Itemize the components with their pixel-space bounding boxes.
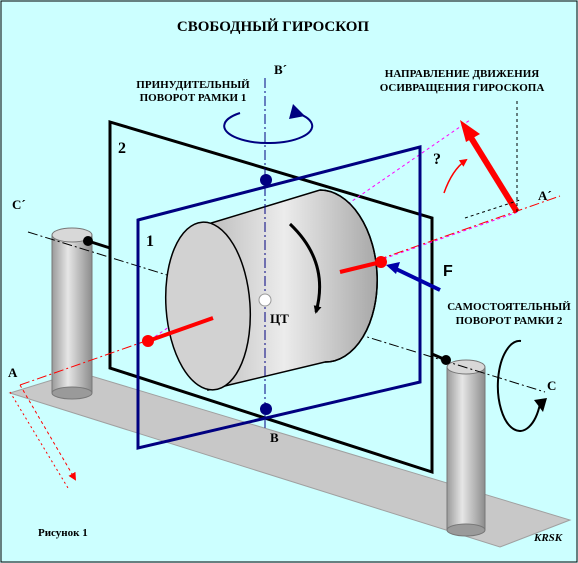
- center-of-mass-dot: [258, 293, 272, 307]
- axis-a-prime-label: A´: [538, 188, 552, 203]
- projection-line-a: [19, 384, 77, 481]
- signature: KRSK: [533, 532, 563, 544]
- force-label: F: [443, 263, 453, 280]
- question-mark-label: ?: [433, 151, 441, 168]
- frame1-bottom-pivot: [260, 403, 272, 415]
- spin-arrow-icon: [288, 222, 322, 314]
- pivot-right: [441, 355, 451, 365]
- diagram-title: СВОБОДНЫЙ ГИРОСКОП: [177, 18, 370, 35]
- axis-a-label: A: [8, 365, 18, 380]
- axis-a: [19, 195, 561, 386]
- independent-rotation-label-2: ПОВОРОТ РАМКИ 2: [456, 315, 563, 327]
- independent-rotation-label-1: САМОСТОЯТЕЛЬНЫЙ: [447, 301, 571, 313]
- left-support-post: [51, 227, 93, 400]
- axis-b-prime-label: B´: [274, 62, 287, 77]
- forced-rotation-arrow-icon: [223, 111, 314, 145]
- force-arrowhead: [386, 262, 400, 274]
- force-arrow-icon: [393, 266, 441, 292]
- frame-1-label: 1: [146, 233, 154, 250]
- axis-b-label: B: [270, 430, 279, 445]
- axis-c-prime-label: C´: [12, 197, 26, 212]
- outer-frame-2: [108, 119, 434, 475]
- precession-arrow: [443, 100, 521, 219]
- direction-label-1: НАПРАВЛЕНИЕ ДВИЖЕНИЯ: [385, 68, 539, 80]
- independent-rotation-arrow-icon: [496, 339, 541, 432]
- right-support-post: [446, 359, 486, 537]
- pivot-left: [83, 236, 93, 246]
- center-of-mass-label: ЦТ: [270, 311, 289, 326]
- forced-rotation-label-1: ПРИНУДИТЕЛЬНЫЙ: [136, 79, 250, 91]
- rotor-end-face: [164, 221, 252, 391]
- rotor-shaft: [142, 256, 387, 347]
- axis-c-label: C: [547, 378, 556, 393]
- figure-caption: Рисунок 1: [38, 527, 88, 539]
- projection-line-a2: [9, 391, 69, 489]
- inner-frame-1: [136, 145, 422, 450]
- direction-label-2: ОСИВРАЩЕНИЯ ГИРОСКОПА: [380, 82, 545, 94]
- frame-2-label: 2: [118, 140, 126, 157]
- forced-rotation-label-2: ПОВОРОТ РАМКИ 1: [140, 92, 247, 104]
- frame1-top-pivot: [260, 174, 272, 186]
- rotor-cylinder: [164, 189, 378, 391]
